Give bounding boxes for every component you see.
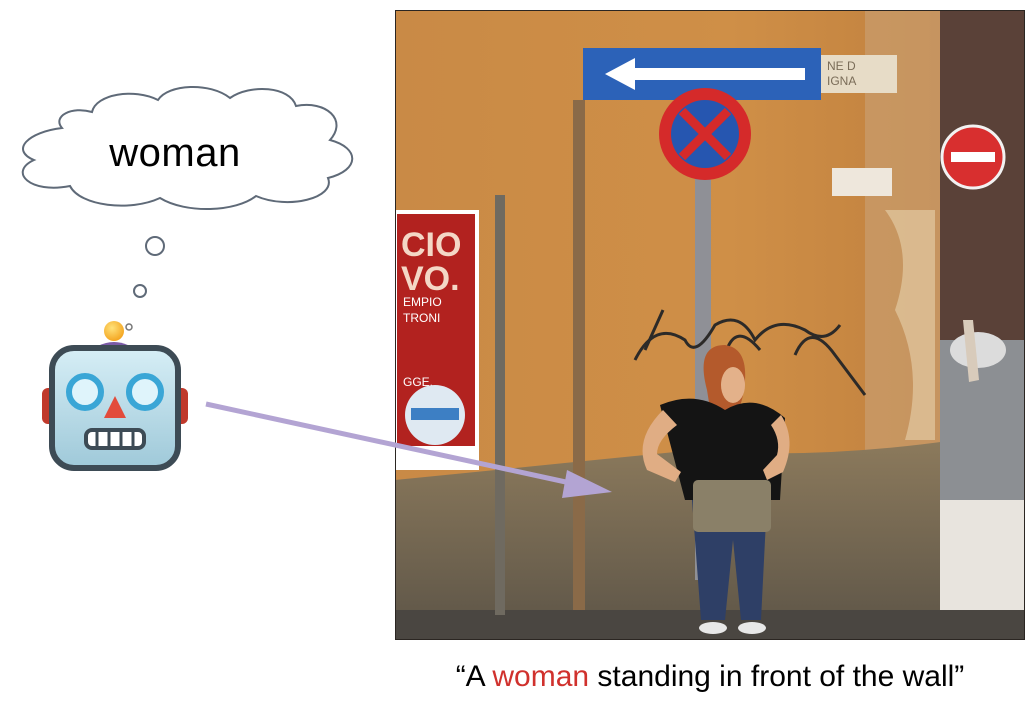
poster-text-5: GGE. [403, 375, 433, 389]
thought-cloud-icon [21, 86, 354, 298]
caption-highlight: woman [492, 660, 590, 693]
poster-text-1: CIO [401, 226, 461, 264]
poster-text-2: VO. [401, 260, 460, 298]
thought-bubble-large [145, 236, 165, 256]
thought-word: woman [109, 130, 241, 175]
poster-text-4: TRONI [403, 311, 440, 325]
woman [642, 345, 790, 634]
robot-icon [42, 321, 188, 471]
no-stopping-sign-icon [659, 88, 751, 180]
street-photo: CIO VO. EMPIO TRONI GGE. NE D IGNA [395, 10, 1025, 640]
plate-text-1: NE D [827, 59, 856, 73]
thought-bubble-small [133, 284, 147, 298]
caption-prefix: “A [455, 660, 493, 693]
poster-text-3: EMPIO [403, 295, 442, 309]
plate-text-2: IGNA [827, 74, 856, 88]
caption-suffix: standing in front of the wall” [589, 660, 965, 693]
caption: “A woman standing in front of the wall” [395, 660, 1025, 694]
no-entry-sign-icon [940, 124, 1006, 190]
